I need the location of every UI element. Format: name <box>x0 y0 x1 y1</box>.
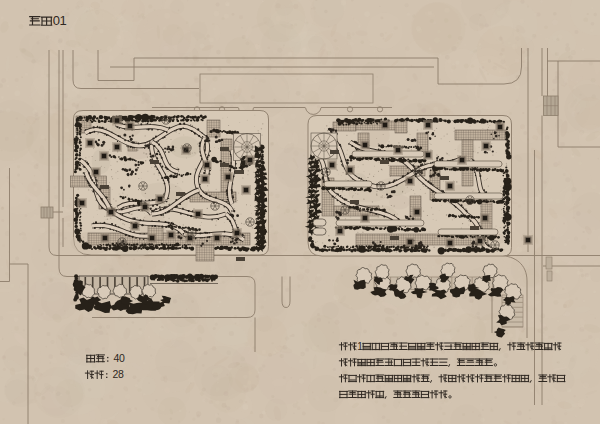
svg-text:1: 1 <box>59 13 66 28</box>
svg-text:0: 0 <box>119 352 125 364</box>
svg-text:1: 1 <box>357 341 363 352</box>
svg-text:8: 8 <box>118 368 124 380</box>
